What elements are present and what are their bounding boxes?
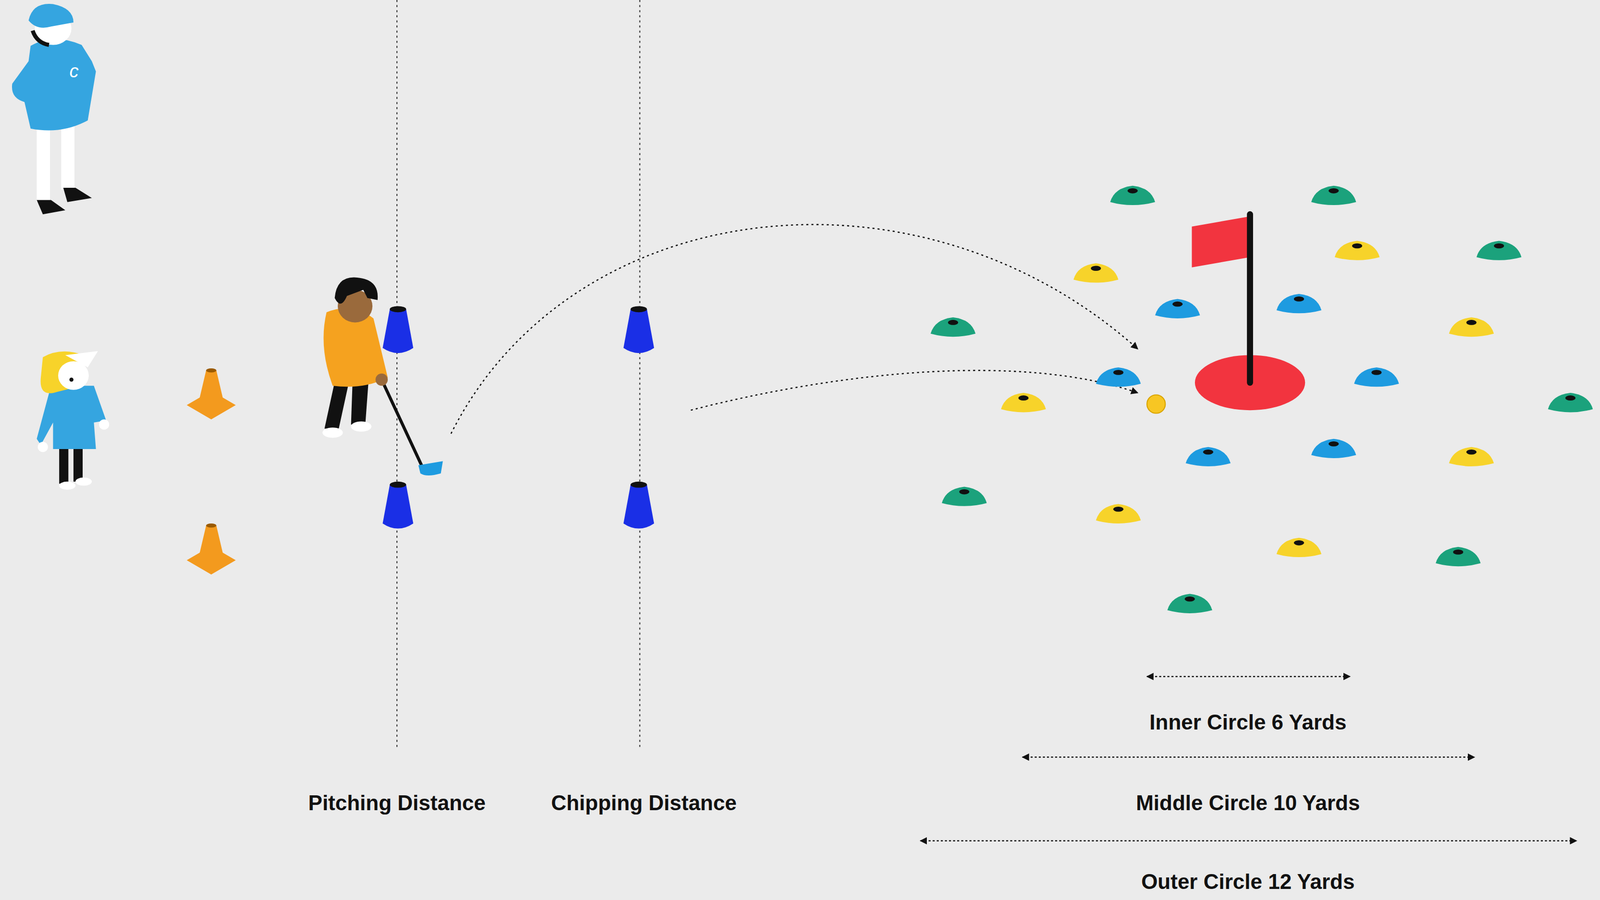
- chip-flight: [690, 370, 1138, 411]
- gate-cones: [382, 306, 654, 529]
- outer-discs: [930, 185, 1593, 614]
- dimension-label: Inner Circle 6 Yards: [1149, 711, 1347, 735]
- inner-discs: [1095, 294, 1400, 467]
- inner-dimension: [1146, 676, 1351, 678]
- coach-figure: c: [12, 3, 97, 215]
- pitching-line: [396, 0, 398, 751]
- outer-dimension: [920, 840, 1577, 842]
- dimension-label: Outer Circle 12 Yards: [1141, 870, 1355, 894]
- start-cones: [186, 368, 236, 575]
- pitch-flight: [451, 224, 1138, 434]
- chipping-line: [639, 0, 641, 751]
- golfer-figure: [322, 277, 444, 477]
- distance-label: Pitching Distance: [308, 791, 486, 815]
- player-waiting: [36, 351, 110, 491]
- svg-text:c: c: [69, 60, 79, 82]
- flag-pole: [1246, 214, 1254, 383]
- dimension-label: Middle Circle 10 Yards: [1135, 791, 1360, 815]
- flag: [1192, 216, 1251, 268]
- golf-ball: [1146, 394, 1166, 414]
- middle-discs: [1000, 240, 1494, 558]
- middle-dimension: [1022, 756, 1475, 759]
- distance-label: Chipping Distance: [551, 791, 737, 815]
